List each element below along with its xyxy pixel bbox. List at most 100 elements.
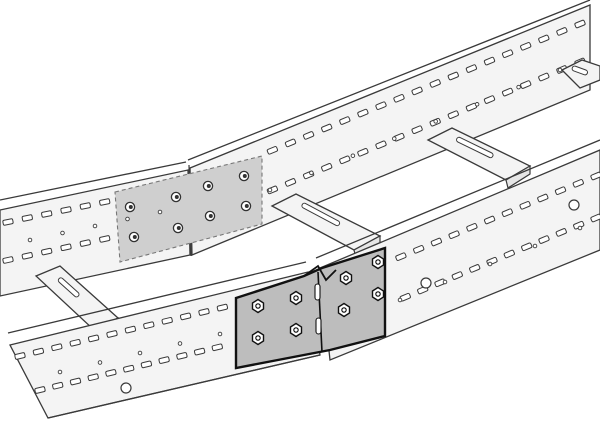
slot-hole-icon	[339, 155, 351, 165]
slot-hole-icon	[538, 34, 550, 44]
slot-hole-icon	[590, 213, 600, 223]
round-hole-icon	[267, 187, 273, 193]
slot-hole-icon	[51, 343, 63, 351]
hex-bolt-icon	[204, 210, 216, 222]
slot-hole-icon	[41, 247, 53, 256]
slot-hole-icon	[176, 352, 188, 360]
slot-hole-icon	[21, 252, 33, 260]
slot-hole-icon	[501, 49, 514, 58]
round-hole-icon	[442, 279, 448, 285]
round-hole-icon	[157, 209, 163, 215]
slot-hole-icon	[266, 146, 279, 155]
round-hole-icon	[57, 369, 63, 375]
hinge-notch	[303, 264, 337, 282]
slot-hole-icon	[161, 317, 173, 325]
slot-hole-icon	[52, 381, 64, 390]
slot-hole-icon	[99, 198, 111, 206]
slot-hole-icon	[87, 334, 100, 343]
slot-hole-icon	[34, 386, 46, 394]
near-rail-round-hole	[420, 277, 432, 289]
slot-hole-icon	[447, 71, 459, 81]
slot-hole-icon	[60, 206, 72, 214]
slot-hole-icon	[321, 163, 333, 172]
slot-hole-icon	[411, 125, 423, 134]
hex-bolt-icon	[251, 330, 265, 346]
round-hole-icon	[97, 360, 103, 365]
slot-hole-icon	[520, 80, 532, 89]
slot-hole-icon	[339, 116, 351, 125]
far-rail-left-top-flange	[0, 161, 187, 201]
near-rail-round-hole	[120, 382, 132, 394]
slot-hole-icon	[41, 210, 53, 218]
slot-hole-icon	[572, 179, 584, 188]
hex-bolt-icon	[371, 286, 385, 302]
slot-hole-icon	[447, 110, 459, 119]
slot-hole-icon	[284, 178, 297, 187]
slot-hole-icon	[143, 321, 155, 329]
slot-hole-icon	[302, 131, 315, 140]
round-hole-icon	[217, 331, 223, 337]
slot-hole-icon	[538, 72, 550, 82]
slot-hole-icon	[87, 373, 99, 381]
near-rail-slots	[14, 171, 600, 394]
hex-bolt-icon	[240, 200, 252, 212]
hinge-slot-top	[314, 283, 321, 301]
slot-hole-icon	[284, 138, 297, 148]
slot-hole-icon	[106, 330, 118, 338]
round-hole-icon	[474, 102, 480, 107]
round-hole-icon	[350, 153, 356, 158]
slot-hole-icon	[469, 264, 481, 273]
slot-hole-icon	[14, 352, 26, 360]
slot-hole-icon	[503, 249, 515, 259]
near-rail-left-top-flange	[7, 261, 307, 334]
round-hole-icon	[577, 225, 583, 231]
slot-hole-icon	[483, 95, 496, 104]
slot-hole-icon	[448, 230, 460, 239]
round-hole-icon	[125, 216, 130, 222]
hex-bolt-icon	[128, 231, 140, 243]
hex-bolt-icon	[172, 222, 184, 234]
round-hole-icon	[92, 223, 98, 229]
slot-hole-icon	[375, 140, 387, 150]
slot-hole-icon	[520, 42, 532, 51]
far-joint-plate	[114, 155, 263, 263]
far-rail-right-top-flange	[187, 0, 591, 161]
slot-hole-icon	[357, 148, 369, 157]
slot-hole-icon	[375, 101, 387, 110]
round-hole-icon	[309, 170, 314, 176]
slot-hole-icon	[2, 256, 14, 264]
slot-hole-icon	[21, 214, 33, 222]
hex-bolt-icon	[289, 290, 303, 306]
slot-hole-icon	[501, 208, 513, 217]
hex-bolt-icon	[170, 191, 182, 203]
slot-hole-icon	[211, 343, 223, 352]
slot-hole-icon	[556, 27, 568, 36]
slot-hole-icon	[69, 377, 82, 386]
hex-bolt-icon	[124, 201, 136, 213]
slot-hole-icon	[537, 193, 549, 203]
rung-right	[426, 127, 532, 189]
hinge-slot-bottom	[315, 317, 322, 335]
hex-bolt-icon	[202, 180, 214, 192]
slot-hole-icon	[451, 271, 463, 280]
slot-hole-icon	[123, 364, 135, 373]
round-hole-icon	[532, 243, 538, 249]
slot-hole-icon	[193, 347, 206, 356]
slot-hole-icon	[411, 86, 423, 96]
slot-hole-icon	[395, 252, 407, 261]
round-hole-icon	[60, 230, 65, 236]
slot-hole-icon	[538, 235, 550, 244]
slot-hole-icon	[357, 108, 369, 118]
slot-hole-icon	[521, 242, 533, 252]
hex-bolt-icon	[371, 254, 385, 270]
round-hole-icon	[27, 237, 33, 243]
hex-bolt-icon	[337, 302, 351, 318]
hex-bolt-icon	[339, 270, 353, 286]
slot-hole-icon	[198, 308, 210, 316]
hex-bolt-icon	[238, 170, 250, 182]
round-hole-icon	[516, 84, 521, 90]
slot-hole-icon	[555, 228, 567, 237]
hex-bolt-icon	[251, 298, 265, 314]
slot-hole-icon	[79, 239, 91, 247]
